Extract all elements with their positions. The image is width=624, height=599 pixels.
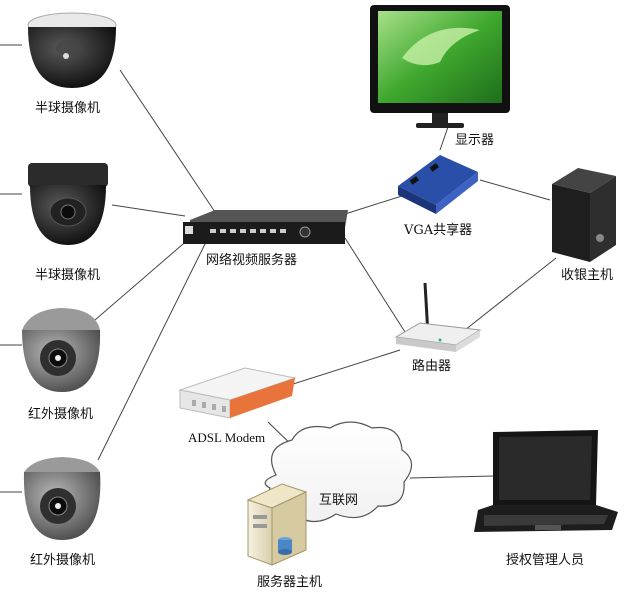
label-ir-camera-1: 红外摄像机 [28,407,94,422]
dome-camera-1-icon [27,12,117,88]
adsl-modem-icon [178,367,297,419]
link-dome1-dvr [119,69,216,213]
link-vga-cashier [479,179,551,201]
laptop-icon [474,430,618,532]
label-monitor: 显示器 [455,133,495,148]
label-vga-splitter: VGA共享器 [404,223,473,238]
label-dome-camera-2: 半球摄像机 [35,268,101,283]
cashier-host-icon [552,168,616,262]
server-host-icon [246,483,308,566]
label-internet: 互联网 [319,493,359,508]
link-dvr-router [344,237,406,333]
link-ir1-dvr [94,237,191,321]
label-dome-camera-1: 半球摄像机 [35,101,101,116]
dvr-icon [183,210,348,244]
vga-splitter-icon [398,155,478,214]
ir-camera-1-icon [22,308,101,392]
link-router-modem [289,349,401,386]
link-cloud-laptop [409,475,494,479]
monitor-icon [370,5,510,128]
link-router-cashier [464,257,557,331]
label-cashier-host: 收银主机 [561,268,614,283]
connection-lines [0,44,557,493]
link-ir2-dvr [97,243,206,461]
label-server-host: 服务器主机 [257,575,323,590]
link-vga-monitor [439,126,449,151]
dome-camera-2-icon [28,163,108,245]
label-ir-camera-2: 红外摄像机 [30,553,96,568]
label-router: 路由器 [412,359,452,374]
ir-camera-2-icon [23,457,101,540]
label-adsl-modem: ADSL Modem [188,430,266,445]
link-dvr-vga [344,194,406,215]
label-authorized-staff: 授权管理人员 [506,553,585,568]
router-icon [394,282,482,352]
link-dome2-dvr [111,204,186,217]
label-dvr: 网络视频服务器 [206,253,298,268]
